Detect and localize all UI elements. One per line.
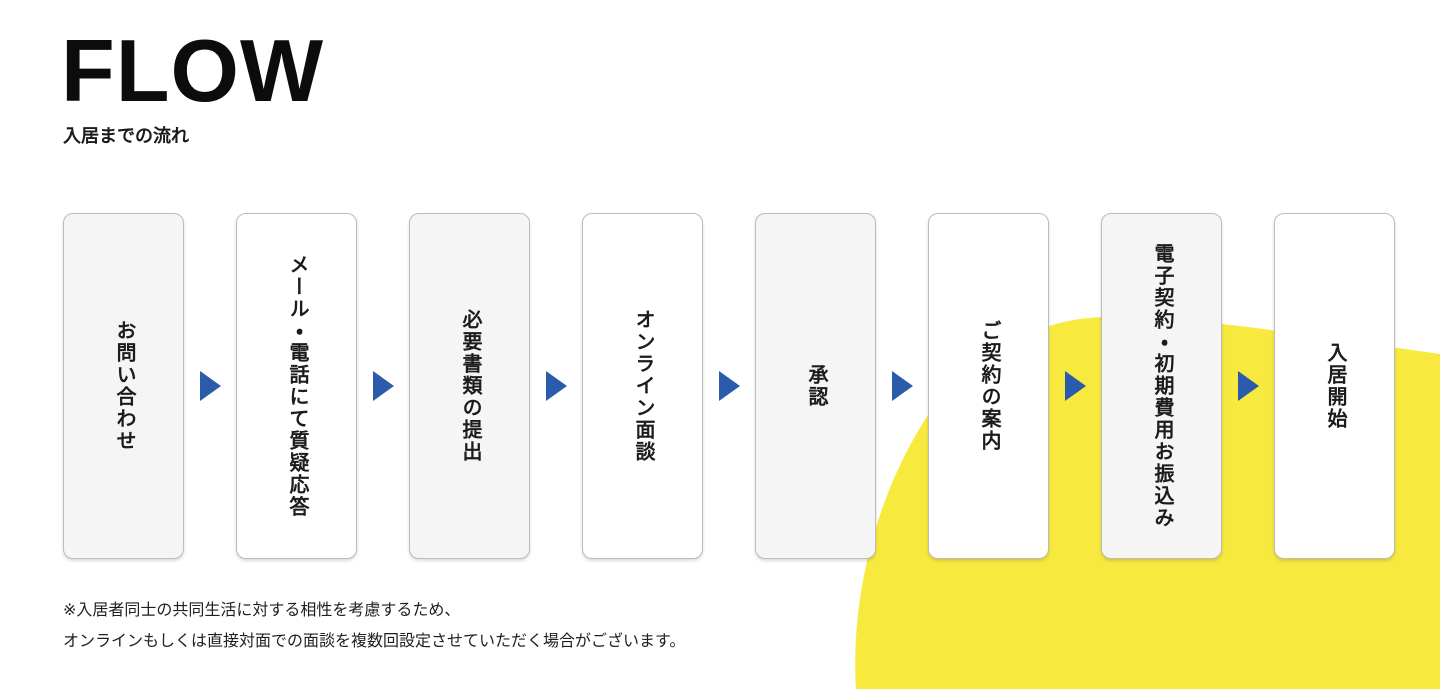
flow-step-label: 入居開始 <box>1324 342 1346 430</box>
arrow-slot <box>1222 213 1274 559</box>
footnote: ※入居者同士の共同生活に対する相性を考慮するため、 オンラインもしくは直接対面で… <box>63 595 685 657</box>
arrow-slot <box>876 213 928 559</box>
footnote-line-1: ※入居者同士の共同生活に対する相性を考慮するため、 <box>63 602 461 619</box>
arrow-right-icon <box>1064 371 1086 401</box>
flow-step-qa: メール・電話にて質疑応答 <box>236 213 357 559</box>
flow-step-label: オンライン面談 <box>632 309 654 463</box>
arrow-slot <box>1049 213 1101 559</box>
flow-step-contract-guidance: ご契約の案内 <box>928 213 1049 559</box>
flow-step-label: メール・電話にて質疑応答 <box>286 254 308 518</box>
flow-step-documents: 必要書類の提出 <box>409 213 530 559</box>
arrow-right-icon <box>199 371 221 401</box>
flow-step-move-in: 入居開始 <box>1274 213 1395 559</box>
footnote-line-2: オンラインもしくは直接対面での面談を複数回設定させていただく場合がございます。 <box>63 633 686 650</box>
arrow-right-icon <box>545 371 567 401</box>
page-subtitle: 入居までの流れ <box>63 126 189 146</box>
arrow-slot <box>703 213 755 559</box>
flow-step-label: 必要書類の提出 <box>459 309 481 463</box>
flow-step-inquiry: お問い合わせ <box>63 213 184 559</box>
flow-step-label: ご契約の案内 <box>978 320 1000 452</box>
flow-diagram: お問い合わせ メール・電話にて質疑応答 必要書類の提出 オンライン面談 <box>63 213 1395 559</box>
flow-step-online-interview: オンライン面談 <box>582 213 703 559</box>
flow-step-label: 電子契約・初期費用お振込み <box>1151 243 1173 529</box>
arrow-right-icon <box>372 371 394 401</box>
arrow-right-icon <box>1237 371 1259 401</box>
flow-step-label: 承認 <box>805 364 827 408</box>
arrow-slot <box>357 213 409 559</box>
page-title: FLOW <box>61 21 325 120</box>
arrow-right-icon <box>891 371 913 401</box>
flow-step-e-contract-payment: 電子契約・初期費用お振込み <box>1101 213 1222 559</box>
flow-step-label: お問い合わせ <box>113 320 135 452</box>
arrow-slot <box>530 213 582 559</box>
arrow-slot <box>184 213 236 559</box>
arrow-right-icon <box>718 371 740 401</box>
flow-step-approval: 承認 <box>755 213 876 559</box>
